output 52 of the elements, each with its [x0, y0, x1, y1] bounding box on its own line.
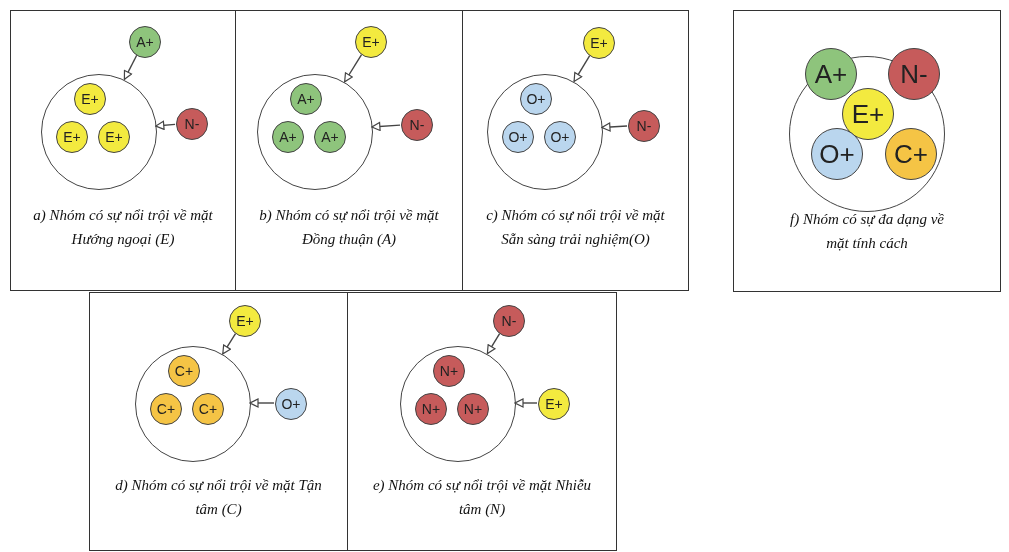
trait-circle: E+: [74, 83, 106, 115]
arrow: [249, 398, 275, 408]
trait-circle: E+: [229, 305, 261, 337]
caption-text: e) Nhóm có sự nổi trội về mặt Nhiễu tâm (N): [371, 476, 593, 519]
trait-circle: A+: [129, 26, 161, 58]
trait-circle: N-: [401, 109, 433, 141]
trait-circle: N-: [628, 110, 660, 142]
arrow: [601, 122, 628, 132]
trait-circle: C+: [168, 355, 200, 387]
trait-circle: O+: [502, 121, 534, 153]
caption-text: f) Nhóm có sự đa dạng về mặt tính cách: [789, 210, 945, 253]
trait-circle: E+: [538, 388, 570, 420]
trait-circle: N+: [433, 355, 465, 387]
caption-text: d) Nhóm có sự nổi trội về mặt Tận tâm (C): [114, 476, 323, 519]
trait-circle: E+: [842, 88, 894, 140]
caption-text: a) Nhóm có sự nổi trội về mặt Hướng ngoại (E): [33, 206, 213, 249]
trait-circle: A+: [272, 121, 304, 153]
panel-frame: [462, 10, 689, 291]
caption-text: b) Nhóm có sự nổi trội về mặt Đồng thuận (A): [258, 206, 440, 249]
trait-circle: O+: [520, 83, 552, 115]
trait-circle: N+: [457, 393, 489, 425]
trait-circle: C+: [192, 393, 224, 425]
panel-frame: [733, 10, 1001, 292]
trait-circle: C+: [885, 128, 937, 180]
panel-frame: [347, 292, 617, 551]
panel-frame: [10, 10, 236, 291]
panel-frame: [235, 10, 463, 291]
trait-circle: E+: [355, 26, 387, 58]
trait-circle: A+: [314, 121, 346, 153]
trait-circle: A+: [290, 83, 322, 115]
trait-circle: E+: [56, 121, 88, 153]
trait-circle: O+: [811, 128, 863, 180]
trait-circle: N-: [493, 305, 525, 337]
arrow: [343, 53, 363, 83]
trait-circle: C+: [150, 393, 182, 425]
trait-circle: N-: [176, 108, 208, 140]
trait-circle: O+: [544, 121, 576, 153]
arrow: [486, 332, 501, 355]
arrow: [123, 54, 138, 81]
trait-circle: O+: [275, 388, 307, 420]
arrow: [155, 120, 176, 130]
arrow: [514, 398, 538, 408]
trait-circle: E+: [583, 27, 615, 59]
trait-circle: E+: [98, 121, 130, 153]
panel-frame: [89, 292, 348, 551]
arrow: [222, 332, 237, 355]
trait-circle: N-: [888, 48, 940, 100]
arrow: [371, 121, 401, 132]
arrow: [573, 55, 591, 83]
trait-circle: N+: [415, 393, 447, 425]
caption-text: c) Nhóm có sự nổi trội về mặt Sẵn sàng trải nghiệm(O): [485, 206, 666, 249]
trait-circle: A+: [805, 48, 857, 100]
